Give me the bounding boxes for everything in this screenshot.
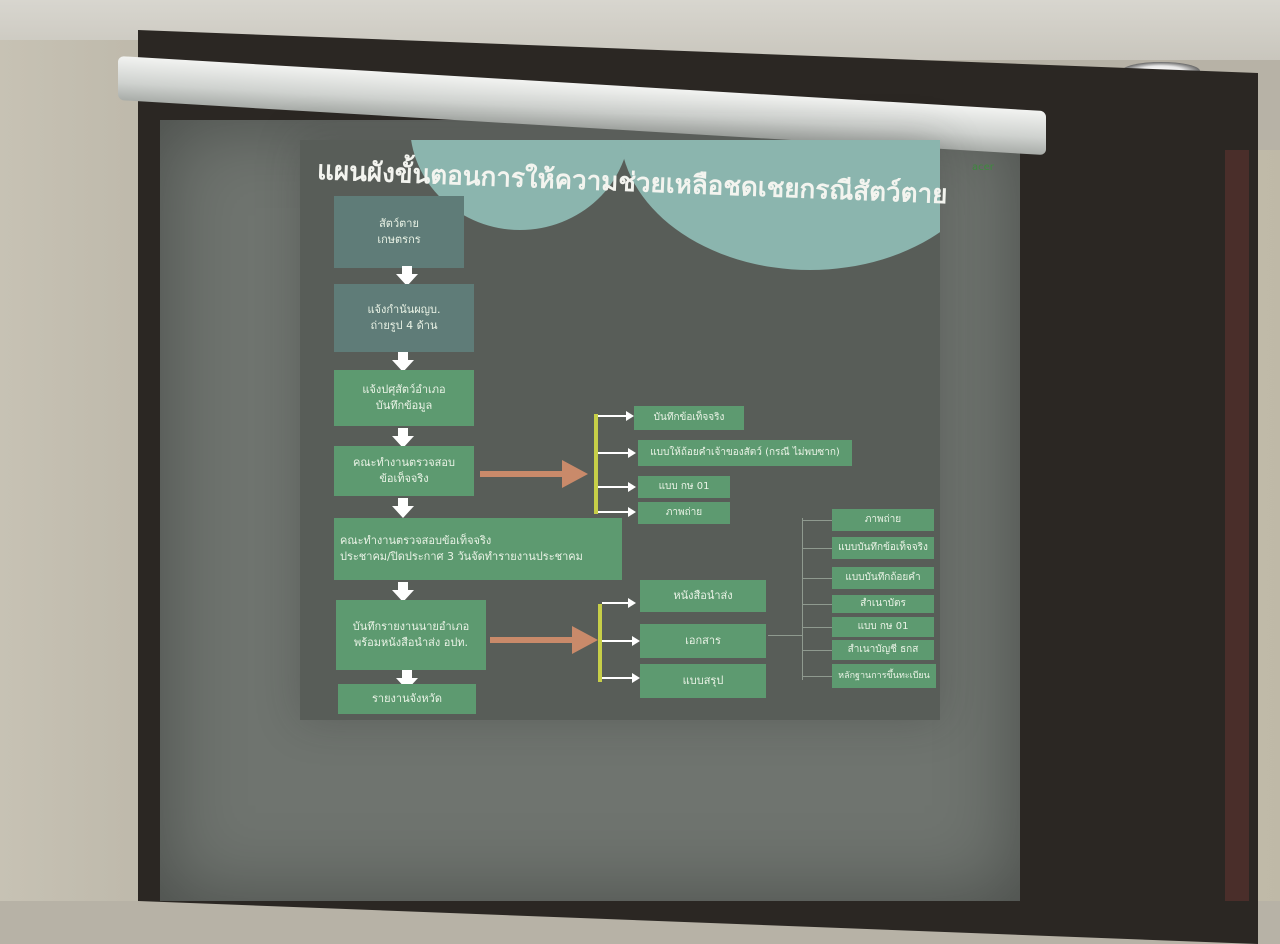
branch-a-item: แบบให้ถ้อยคำเจ้าของสัตว์ (กรณี ไม่พบซาก) — [638, 440, 852, 466]
step-line: รายงานจังหวัด — [372, 692, 442, 705]
document-label: แบบ กษ 01 — [857, 621, 909, 632]
branch-b-bracket — [598, 604, 602, 682]
step-inspection-committee: คณะทำงานตรวจสอบ ข้อเท็จจริง — [334, 446, 474, 496]
branch-arrow-a — [480, 460, 588, 488]
step-line: บันทึกรายงานนายอำเภอ — [352, 620, 470, 633]
step-line: ถ่ายรูป 4 ด้าน — [370, 319, 438, 332]
branch-b-label: แบบสรุป — [682, 674, 724, 687]
branch-a-item: แบบ กษ 01 — [638, 476, 730, 498]
step-province-report: รายงานจังหวัด — [338, 684, 476, 714]
branch-a-label: แบบ กษ 01 — [658, 481, 710, 492]
step-line: ประชาคม/ปิดประกาศ 3 วันจัดทำรายงานประชาค… — [340, 550, 583, 563]
down-arrow — [392, 582, 414, 602]
branch-a-label: บันทึกข้อเท็จจริง — [653, 412, 725, 423]
connector-line — [768, 635, 802, 636]
document-label: สำเนาบัตร — [860, 598, 906, 609]
branch-a-item: ภาพถ่าย — [638, 502, 730, 524]
document-label: แบบบันทึกข้อเท็จจริง — [838, 542, 928, 553]
step-dead-animal: สัตว์ตาย เกษตรกร — [334, 196, 464, 268]
connector-line — [802, 518, 803, 680]
step-line: แจ้งกำนันผญบ. — [367, 303, 441, 316]
branch-b-arrow — [602, 673, 640, 683]
connector-line — [802, 650, 832, 651]
branch-a-arrow — [598, 411, 634, 421]
connector-line — [802, 578, 832, 579]
branch-b-arrow — [602, 636, 640, 646]
document-item: สำเนาบัญชี ธกส — [832, 640, 934, 660]
step-notify-village-head: แจ้งกำนันผญบ. ถ่ายรูป 4 ด้าน — [334, 284, 474, 352]
down-arrow — [396, 266, 418, 286]
down-arrow — [392, 352, 414, 372]
branch-a-arrow — [598, 482, 636, 492]
connector-line — [802, 676, 832, 677]
down-arrow — [392, 428, 414, 448]
document-label: หลักฐานการขึ้นทะเบียน — [838, 671, 930, 681]
connector-line — [802, 548, 832, 549]
document-item: หลักฐานการขึ้นทะเบียน — [832, 664, 936, 688]
step-line: พร้อมหนังสือนำส่ง อปท. — [353, 636, 469, 649]
step-public-hearing: คณะทำงานตรวจสอบข้อเท็จจริง ประชาคม/ปิดปร… — [334, 518, 622, 580]
step-notify-livestock-office: แจ้งปศุสัตว์อำเภอ บันทึกข้อมูล — [334, 370, 474, 426]
connector-line — [802, 520, 832, 521]
step-line: คณะทำงานตรวจสอบ — [353, 456, 455, 469]
step-line: แจ้งปศุสัตว์อำเภอ — [362, 383, 446, 396]
step-line: ข้อเท็จจริง — [379, 472, 429, 485]
document-label: สำเนาบัญชี ธกส — [847, 644, 919, 655]
branch-b-label: หนังสือนำส่ง — [673, 589, 733, 602]
document-item: สำเนาบัตร — [832, 595, 934, 613]
branch-a-arrow — [598, 507, 636, 517]
branch-a-bracket — [594, 414, 598, 514]
branch-a-label: แบบให้ถ้อยคำเจ้าของสัตว์ (กรณี ไม่พบซาก) — [650, 447, 840, 458]
branch-b-label: เอกสาร — [685, 634, 721, 647]
left-wall — [0, 40, 160, 901]
document-item: ภาพถ่าย — [832, 509, 934, 531]
projector-brand-logo: acer — [972, 162, 994, 173]
step-line: บันทึกข้อมูล — [375, 399, 433, 412]
branch-a-label: ภาพถ่าย — [665, 507, 703, 518]
branch-b-item: เอกสาร — [640, 624, 766, 658]
step-line: สัตว์ตาย — [379, 217, 419, 230]
step-district-report: บันทึกรายงานนายอำเภอ พร้อมหนังสือนำส่ง อ… — [336, 600, 486, 670]
branch-b-item: หนังสือนำส่ง — [640, 580, 766, 612]
connector-line — [802, 604, 832, 605]
wall-trim — [1225, 150, 1249, 901]
connector-line — [802, 627, 832, 628]
document-label: แบบบันทึกถ้อยคำ — [845, 572, 921, 583]
document-label: ภาพถ่าย — [864, 514, 902, 525]
document-item: แบบ กษ 01 — [832, 617, 934, 637]
branch-b-item: แบบสรุป — [640, 664, 766, 698]
step-line: เกษตรกร — [377, 233, 421, 246]
branch-b-arrow — [602, 598, 636, 608]
branch-a-arrow — [598, 448, 636, 458]
step-line: คณะทำงานตรวจสอบข้อเท็จจริง — [340, 534, 492, 547]
branch-arrow-b — [490, 626, 598, 654]
document-item: แบบบันทึกข้อเท็จจริง — [832, 537, 934, 559]
document-item: แบบบันทึกถ้อยคำ — [832, 567, 934, 589]
down-arrow — [392, 498, 414, 518]
branch-a-item: บันทึกข้อเท็จจริง — [634, 406, 744, 430]
